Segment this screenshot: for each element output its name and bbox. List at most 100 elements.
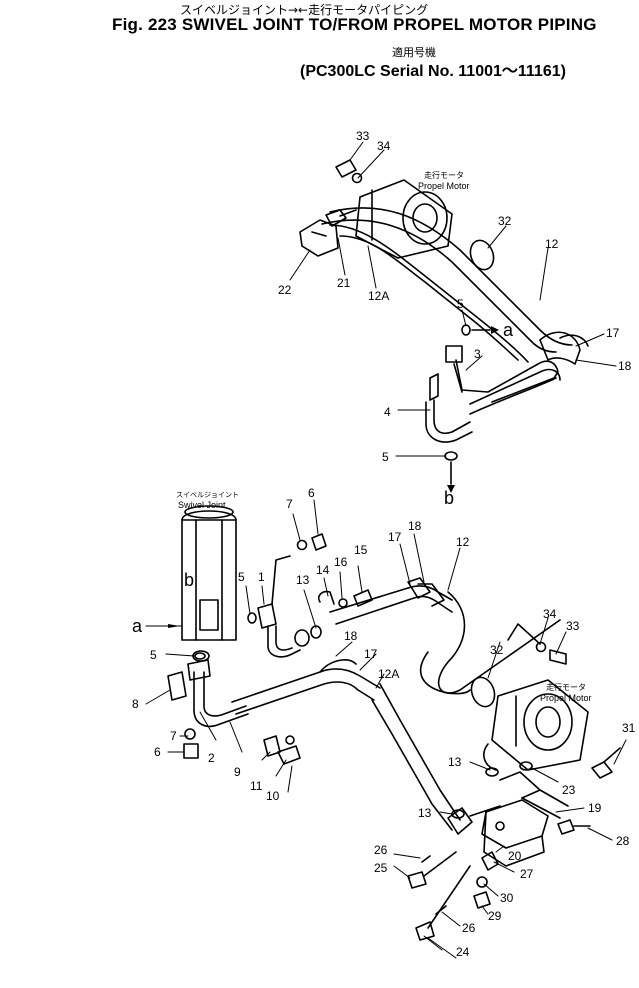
callout-19: 19 xyxy=(588,801,602,815)
callout-4-upper: 4 xyxy=(384,405,391,419)
callout-10: 10 xyxy=(266,789,280,803)
o-ring-13-a xyxy=(485,767,499,777)
swivel-joint-label: Swivel Joint xyxy=(178,500,226,510)
serial-range: (PC300LC Serial No. 11001～11161) xyxy=(300,63,566,80)
callout-1: 1 xyxy=(258,570,265,584)
connection-b-upper: b xyxy=(444,488,454,508)
elbow-17-18-upper xyxy=(539,331,589,365)
callout-16: 16 xyxy=(334,555,348,569)
pipe-1-lower xyxy=(257,555,310,658)
callout-13-lower-right: 13 xyxy=(418,806,432,820)
bolt-27 xyxy=(481,851,499,871)
bolt-33-upper xyxy=(335,159,363,184)
callout-30: 30 xyxy=(500,891,514,905)
o-ring-5-upper-b xyxy=(444,451,458,461)
callout-6-bottom: 6 xyxy=(154,745,161,759)
callout-28: 28 xyxy=(616,834,630,848)
leader-lines xyxy=(145,141,627,959)
swivel-joint-label-jp: スイベルジョイント xyxy=(176,491,239,499)
propel-motor-label-upper: Propel Motor xyxy=(418,181,470,191)
connection-arrows xyxy=(168,326,499,628)
callout-29: 29 xyxy=(488,909,502,923)
callout-18-lower-mid: 18 xyxy=(344,629,358,643)
callout-21-upper: 21 xyxy=(337,276,351,290)
callout-14: 14 xyxy=(316,563,330,577)
propel-motor-lower xyxy=(491,623,589,771)
callout-13-upper-right: 13 xyxy=(448,755,462,769)
fitting-31 xyxy=(591,747,621,779)
callout-24: 24 xyxy=(456,945,470,959)
hose-3-upper xyxy=(455,359,561,415)
bolt-25 xyxy=(407,851,457,889)
callout-3-upper: 3 xyxy=(474,347,481,361)
hose-12-upper xyxy=(321,207,573,353)
callout-18-lower-top: 18 xyxy=(408,519,422,533)
washers-26 xyxy=(421,855,447,915)
callout-33-upper: 33 xyxy=(356,129,370,143)
bolt-28 xyxy=(557,819,591,835)
pipe-2-lower xyxy=(187,650,249,728)
swivel-joint xyxy=(181,505,237,641)
callout-31: 31 xyxy=(622,721,636,735)
callout-6-top: 6 xyxy=(308,486,315,500)
callout-5-upper-b: 5 xyxy=(382,450,389,464)
o-ring-5-upper-a xyxy=(461,324,471,336)
o-ring-23 xyxy=(519,761,533,771)
callout-12-upper: 12 xyxy=(545,237,559,251)
nut-29-washer-30 xyxy=(473,876,491,909)
callout-27: 27 xyxy=(520,867,534,881)
clamp-8 xyxy=(167,671,187,701)
title-japanese: スイベルジョイント→←走行モータパイピング xyxy=(180,3,429,17)
callout-25: 25 xyxy=(374,861,388,875)
hose-12A-upper xyxy=(329,224,529,363)
figure-title: Fig. 223 SWIVEL JOINT TO/FROM PROPEL MOT… xyxy=(112,15,597,34)
callout-12A-upper: 12A xyxy=(368,289,389,303)
callout-17-lower-mid: 17 xyxy=(364,647,378,661)
propel-motor-label-lower: Propel Motor xyxy=(540,693,592,703)
callout-8: 8 xyxy=(132,697,139,711)
bolt-6-7-lower xyxy=(183,728,199,759)
callout-5-swivel-top: 5 xyxy=(238,570,245,584)
flange-block-19-20 xyxy=(481,771,569,867)
applicable-serial-label-jp: 適用号機 xyxy=(392,46,436,59)
callout-5-upper-a: 5 xyxy=(457,297,464,311)
hose-12-lower xyxy=(329,585,561,695)
o-ring-5-lower-b xyxy=(194,652,206,660)
callout-5-swivel-bottom: 5 xyxy=(150,648,157,662)
callout-18-upper: 18 xyxy=(618,359,632,373)
callout-12A-lower: 12A xyxy=(378,667,399,681)
callout-34-lower: 34 xyxy=(543,607,557,621)
bolt-24 xyxy=(415,865,471,941)
callout-26-upper: 26 xyxy=(374,843,388,857)
callout-13-mid: 13 xyxy=(296,573,310,587)
propel-motor-upper xyxy=(355,179,453,259)
callout-9: 9 xyxy=(234,765,241,779)
connection-a-upper: a xyxy=(503,320,514,340)
callout-26-lower: 26 xyxy=(462,921,476,935)
callout-20: 20 xyxy=(508,849,522,863)
callout-17-upper: 17 xyxy=(606,326,620,340)
bolt-33-lower xyxy=(535,641,567,665)
bolt-6-7-upper-lower xyxy=(296,533,327,551)
callout-23: 23 xyxy=(562,783,576,797)
fittings-21-22-upper xyxy=(299,209,357,257)
propel-motor-label-jp-upper: 走行モータ xyxy=(424,170,464,180)
o-ring-5-lower-a xyxy=(247,612,257,624)
propel-motor-label-jp-lower: 走行モータ xyxy=(546,682,586,692)
callout-17-lower-top: 17 xyxy=(388,530,402,544)
callout-7-bottom: 7 xyxy=(170,729,177,743)
clamp-9 xyxy=(263,735,301,765)
callout-2: 2 xyxy=(208,751,215,765)
o-ring-32-lower xyxy=(470,676,496,708)
pipe-4-upper xyxy=(425,345,473,443)
o-ring-32-upper xyxy=(469,239,495,271)
hose-12A-lower xyxy=(231,659,461,831)
callout-7-top: 7 xyxy=(286,497,293,511)
callout-22-upper: 22 xyxy=(278,283,292,297)
callout-32-upper: 32 xyxy=(498,214,512,228)
callout-32-lower: 32 xyxy=(490,643,504,657)
callout-11: 11 xyxy=(250,779,263,793)
callout-33-lower: 33 xyxy=(566,619,580,633)
